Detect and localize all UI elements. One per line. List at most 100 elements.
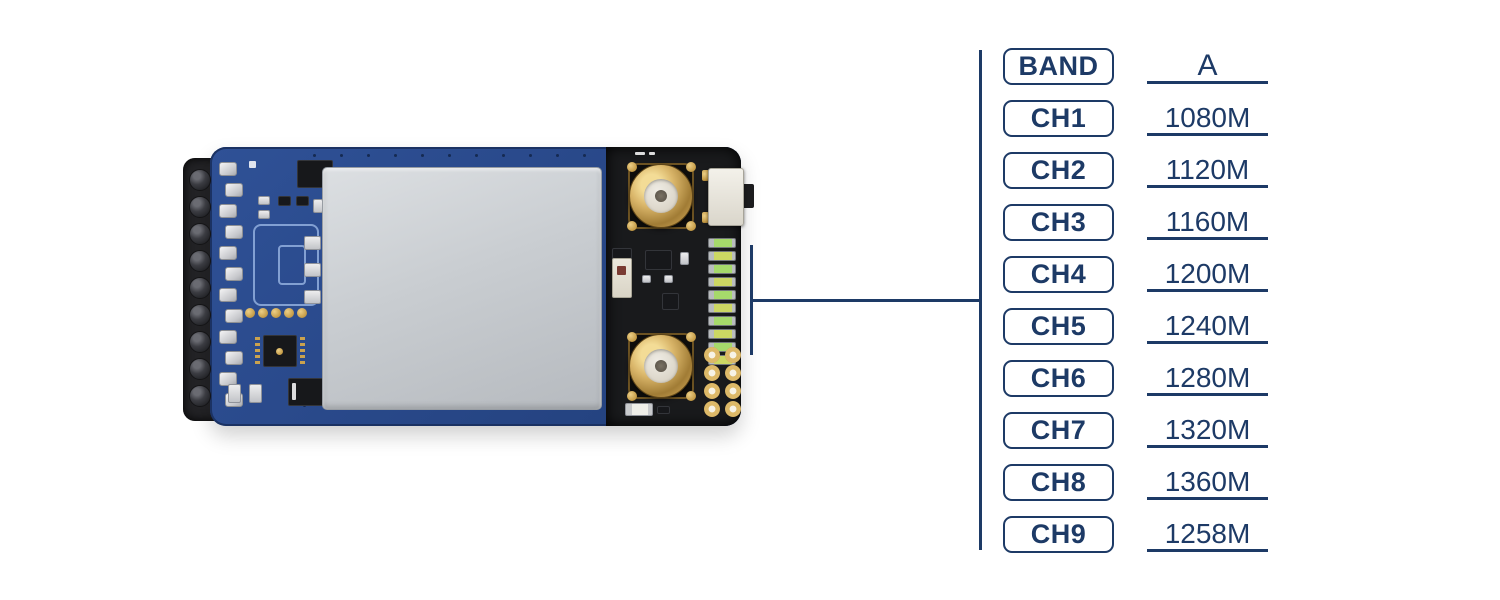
through-hole-pads (704, 347, 742, 417)
solder-pad (219, 246, 237, 260)
through-hole-pad (704, 400, 720, 417)
passive-component (258, 196, 270, 205)
drill-dots-top (313, 154, 613, 158)
antenna-connector-1-socket (655, 190, 667, 202)
solder-pad-column (219, 162, 243, 407)
drill-dot (394, 154, 397, 157)
channel-led (708, 264, 736, 274)
channel-chip: CH6 (1003, 360, 1114, 397)
through-hole-pad (704, 347, 720, 363)
drill-dot (502, 154, 505, 157)
channel-led (708, 290, 736, 300)
frequency-value: 1080M (1147, 100, 1268, 136)
solder-pad (219, 162, 237, 176)
button-detail (617, 266, 626, 275)
channel-chip: CH2 (1003, 152, 1114, 189)
channel-led (708, 316, 736, 326)
drill-dot (556, 154, 559, 157)
passive-component (278, 196, 291, 206)
channel-chip: CH1 (1003, 100, 1114, 137)
header-pin (189, 196, 211, 218)
channel-chip: CH5 (1003, 308, 1114, 345)
gold-pad (258, 308, 268, 318)
drill-dot (421, 154, 424, 157)
through-hole-pad (725, 364, 741, 381)
ic-center-pad (276, 348, 283, 355)
through-hole-pad (725, 400, 741, 417)
through-hole-pad (704, 364, 720, 381)
rf-pad (304, 236, 321, 250)
receiver-module-photo (183, 147, 758, 427)
drill-dot (475, 154, 478, 157)
connector-corner-pad (686, 162, 696, 172)
connector-corner-pad (627, 332, 637, 342)
table-left-divider (979, 50, 982, 550)
frequency-value: 1240M (1147, 308, 1268, 344)
header-pin (189, 385, 211, 407)
passive-component (664, 275, 673, 283)
drill-dot (313, 154, 316, 157)
channel-led (708, 251, 736, 261)
frequency-value: 1280M (1147, 360, 1268, 396)
ic-pin-row (255, 337, 260, 365)
sot23-ic (645, 250, 672, 270)
small-ic (662, 293, 679, 310)
gold-pad (245, 308, 255, 318)
ic-pin-row (300, 337, 305, 365)
frequency-value: 1120M (1147, 152, 1268, 188)
silkscreen-mark (249, 161, 256, 168)
band-column-header: A (1147, 48, 1268, 84)
drill-dot (583, 154, 586, 157)
header-pin (189, 223, 211, 245)
drill-dot (340, 154, 343, 157)
header-pin (189, 250, 211, 272)
frequency-value: 1160M (1147, 204, 1268, 240)
horizontal-connector-line (751, 299, 980, 302)
connector-corner-pad (627, 162, 637, 172)
header-pin (189, 358, 211, 380)
solder-pad (225, 351, 243, 365)
passive-component (249, 384, 262, 403)
through-hole-pad (704, 382, 720, 399)
connector-corner-pad (627, 221, 637, 231)
connector-corner-pad (627, 391, 637, 401)
rf-pad (304, 290, 321, 304)
channel-led (708, 277, 736, 287)
solder-pad (225, 267, 243, 281)
antenna-trace-outline-inner (278, 245, 306, 285)
channel-chip: CH4 (1003, 256, 1114, 293)
channel-chip: CH7 (1003, 412, 1114, 449)
frequency-value: 1200M (1147, 256, 1268, 292)
header-pin (189, 331, 211, 353)
channel-led (708, 238, 736, 248)
frequency-value: 1360M (1147, 464, 1268, 500)
silkscreen-mark (292, 383, 296, 400)
header-pin (189, 169, 211, 191)
silkscreen-mark (635, 152, 645, 155)
solder-pad (225, 225, 243, 239)
through-hole-pad (725, 347, 741, 363)
channel-led-strip (708, 238, 736, 365)
silkscreen-mark (649, 152, 655, 155)
channel-led (708, 303, 736, 313)
passive-component (657, 406, 670, 414)
status-led (625, 403, 653, 416)
antenna-connector-2-socket (655, 360, 667, 372)
gold-pad (297, 308, 307, 318)
passive-component (228, 384, 241, 403)
frequency-value: 1320M (1147, 412, 1268, 448)
solder-pad (219, 330, 237, 344)
frequency-value: 1258M (1147, 516, 1268, 552)
header-pin (189, 277, 211, 299)
rf-shield-can (322, 167, 602, 410)
gold-pad (284, 308, 294, 318)
passive-component (680, 252, 689, 265)
channel-button (612, 258, 632, 298)
channel-chip: CH9 (1003, 516, 1114, 553)
solder-pad (225, 183, 243, 197)
channel-chip: CH8 (1003, 464, 1114, 501)
rf-pad (304, 263, 321, 277)
solder-pad (219, 204, 237, 218)
gold-pad (271, 308, 281, 318)
